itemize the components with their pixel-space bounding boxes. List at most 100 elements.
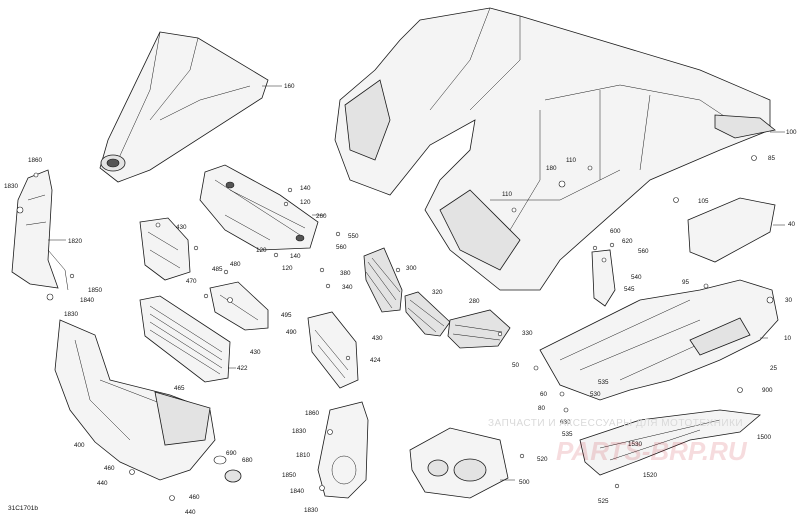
callout-1850: 1850	[88, 287, 103, 294]
callout-440-b: 440	[185, 509, 196, 516]
callout-422: 422	[237, 365, 248, 372]
part-1810-right-side-panel[interactable]	[317, 401, 369, 499]
part-490-support-bracket[interactable]	[209, 281, 269, 331]
callout-630: 630	[560, 419, 571, 426]
part-300-mesh-grille[interactable]	[363, 247, 403, 313]
callout-380: 380	[340, 270, 351, 277]
callout-110: 110	[566, 157, 577, 164]
callout-95: 95	[682, 279, 690, 286]
callout-50: 50	[512, 362, 520, 369]
callout-80: 80	[538, 405, 546, 412]
callout-260: 260	[316, 213, 327, 220]
part-1820-left-side-panel[interactable]	[11, 169, 69, 301]
part-500-headlight[interactable]	[409, 427, 515, 499]
part-10-front-fender[interactable]	[539, 279, 779, 401]
callout-560-b: 560	[638, 248, 649, 255]
part-540-bracket[interactable]	[591, 249, 616, 307]
callout-495: 495	[281, 312, 292, 319]
callout-690: 690	[226, 450, 237, 457]
callout-1830-c: 1830	[292, 428, 307, 435]
callout-600: 600	[610, 228, 621, 235]
callout-480: 480	[230, 261, 241, 268]
callout-320: 320	[432, 289, 443, 296]
callout-545: 545	[624, 286, 635, 293]
callout-470: 470	[186, 278, 197, 285]
callout-424: 424	[370, 357, 381, 364]
callout-465: 465	[174, 385, 185, 392]
part-160-front-upper-cover[interactable]	[99, 31, 282, 183]
part-100-front-fascia[interactable]	[334, 7, 785, 291]
callout-110-b: 110	[502, 191, 513, 198]
callout-430-b: 430	[250, 349, 261, 356]
callout-1830-b: 1830	[64, 311, 79, 318]
callout-440: 440	[97, 480, 108, 487]
callout-530: 530	[590, 391, 601, 398]
callout-1520: 1520	[643, 472, 658, 479]
callout-400: 400	[74, 442, 85, 449]
part-680-cap[interactable]	[224, 469, 242, 483]
watermark-brand: PARTS-BRP.RU	[556, 436, 747, 466]
callout-1830-d: 1830	[304, 507, 319, 514]
callout-120-c: 120	[282, 265, 293, 272]
callout-1500: 1500	[757, 434, 772, 441]
callout-1840: 1840	[80, 297, 95, 304]
part-424-side-panel[interactable]	[307, 311, 359, 389]
callout-1810: 1810	[296, 452, 311, 459]
callout-1860-b: 1860	[305, 410, 320, 417]
callout-25: 25	[770, 365, 778, 372]
callout-180: 180	[546, 165, 557, 172]
callout-160: 160	[284, 83, 295, 90]
part-430-bracket-upper[interactable]	[139, 217, 191, 281]
callout-560: 560	[336, 244, 347, 251]
callout-540: 540	[631, 274, 642, 281]
watermark-tagline: ЗАПЧАСТИ И АКСЕССУАРЫ ДЛЯ МОТОТЕХНИКИ	[488, 418, 744, 429]
part-260-dash-bracket[interactable]	[199, 164, 325, 251]
part-280-mesh-grille[interactable]	[447, 309, 511, 349]
callout-430: 430	[176, 224, 187, 231]
hardware-fasteners	[69, 155, 774, 489]
callout-120: 120	[300, 199, 311, 206]
callout-100: 100	[786, 129, 797, 136]
callout-620: 620	[622, 238, 633, 245]
callout-1820: 1820	[68, 238, 83, 245]
part-320-mesh-grille[interactable]	[404, 291, 451, 337]
callout-105: 105	[698, 198, 709, 205]
callout-labels: 160 100 85 1860 1830 1820 1850 1840 1830…	[4, 83, 797, 516]
part-40-cover-panel[interactable]	[687, 197, 785, 263]
callout-85: 85	[768, 155, 776, 162]
callout-140-b: 140	[290, 253, 301, 260]
callout-300: 300	[406, 265, 417, 272]
callout-10: 10	[784, 335, 792, 342]
callout-525: 525	[598, 498, 609, 505]
part-422-grille-panel[interactable]	[139, 295, 236, 383]
callout-140: 140	[300, 185, 311, 192]
callout-120-b: 120	[256, 247, 267, 254]
callout-1830: 1830	[4, 183, 19, 190]
callout-1850: 1850	[282, 472, 297, 479]
callout-550: 550	[348, 233, 359, 240]
part-1500-lower-trim[interactable]	[579, 409, 761, 476]
callout-490: 490	[286, 329, 297, 336]
callout-460-b: 460	[189, 494, 200, 501]
callout-535: 535	[598, 379, 609, 386]
callout-280: 280	[469, 298, 480, 305]
callout-900: 900	[762, 387, 773, 394]
callout-460: 460	[104, 465, 115, 472]
callout-1530: 1530	[628, 441, 643, 448]
callout-535-b: 535	[562, 431, 573, 438]
callout-520: 520	[537, 456, 548, 463]
callout-1840-b: 1840	[290, 488, 305, 495]
callout-485: 485	[212, 266, 223, 273]
callout-430-c: 430	[372, 335, 383, 342]
part-400-lower-fender[interactable]	[54, 319, 216, 501]
diagram-id: 31C1701b	[8, 505, 38, 512]
callout-1860: 1860	[28, 157, 43, 164]
callout-30: 30	[785, 297, 793, 304]
callout-60: 60	[540, 391, 548, 398]
callout-500: 500	[519, 479, 530, 486]
callout-40: 40	[788, 221, 796, 228]
callout-680: 680	[242, 457, 253, 464]
part-690-cap[interactable]	[213, 455, 227, 465]
callout-330: 330	[522, 330, 533, 337]
